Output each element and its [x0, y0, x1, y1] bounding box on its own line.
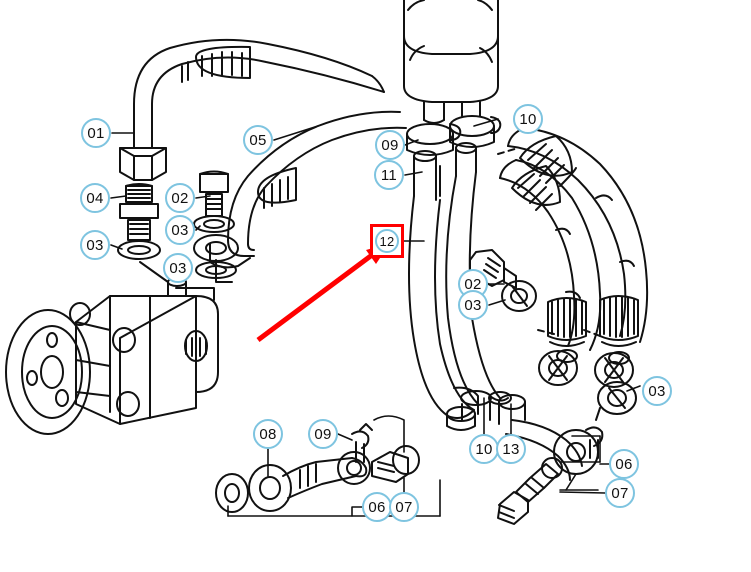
upper-feed-hose [209, 110, 407, 269]
callout-04[interactable]: 04 [80, 183, 110, 213]
callout-03[interactable]: 03 [80, 230, 110, 260]
callout-12-highlighted[interactable]: 12 [370, 224, 404, 258]
callout-06[interactable]: 06 [362, 492, 392, 522]
callout-03[interactable]: 03 [165, 215, 195, 245]
callout-09[interactable]: 09 [375, 130, 405, 160]
callout-09[interactable]: 09 [308, 419, 338, 449]
callout-10[interactable]: 10 [469, 434, 499, 464]
callout-03[interactable]: 03 [163, 253, 193, 283]
upper-return-hose [119, 38, 385, 181]
callout-08[interactable]: 08 [253, 419, 283, 449]
right-hose-inner [499, 159, 602, 386]
right-hose-outer [507, 127, 649, 388]
banjo-bolt-stack-left [117, 183, 161, 260]
lower-right-elbow [453, 386, 604, 525]
callout-13[interactable]: 13 [496, 434, 526, 464]
banjo-bolt-right [469, 147, 637, 421]
callout-03[interactable]: 03 [458, 290, 488, 320]
left-rack-hose [408, 195, 476, 431]
fluid-reservoir [403, 0, 499, 124]
hose-clamps-top [406, 115, 502, 201]
callout-10[interactable]: 10 [513, 104, 543, 134]
power-steering-pump [5, 277, 219, 435]
callout-07[interactable]: 07 [389, 492, 419, 522]
callout-07[interactable]: 07 [605, 478, 635, 508]
callout-label: 12 [375, 229, 399, 253]
callout-11[interactable]: 11 [374, 160, 404, 190]
banjo-bolt-center [139, 170, 239, 283]
leader-lines [110, 118, 641, 517]
callout-03[interactable]: 03 [642, 376, 672, 406]
callout-05[interactable]: 05 [243, 125, 273, 155]
callout-02[interactable]: 02 [165, 183, 195, 213]
callout-01[interactable]: 01 [81, 118, 111, 148]
callout-06[interactable]: 06 [609, 449, 639, 479]
